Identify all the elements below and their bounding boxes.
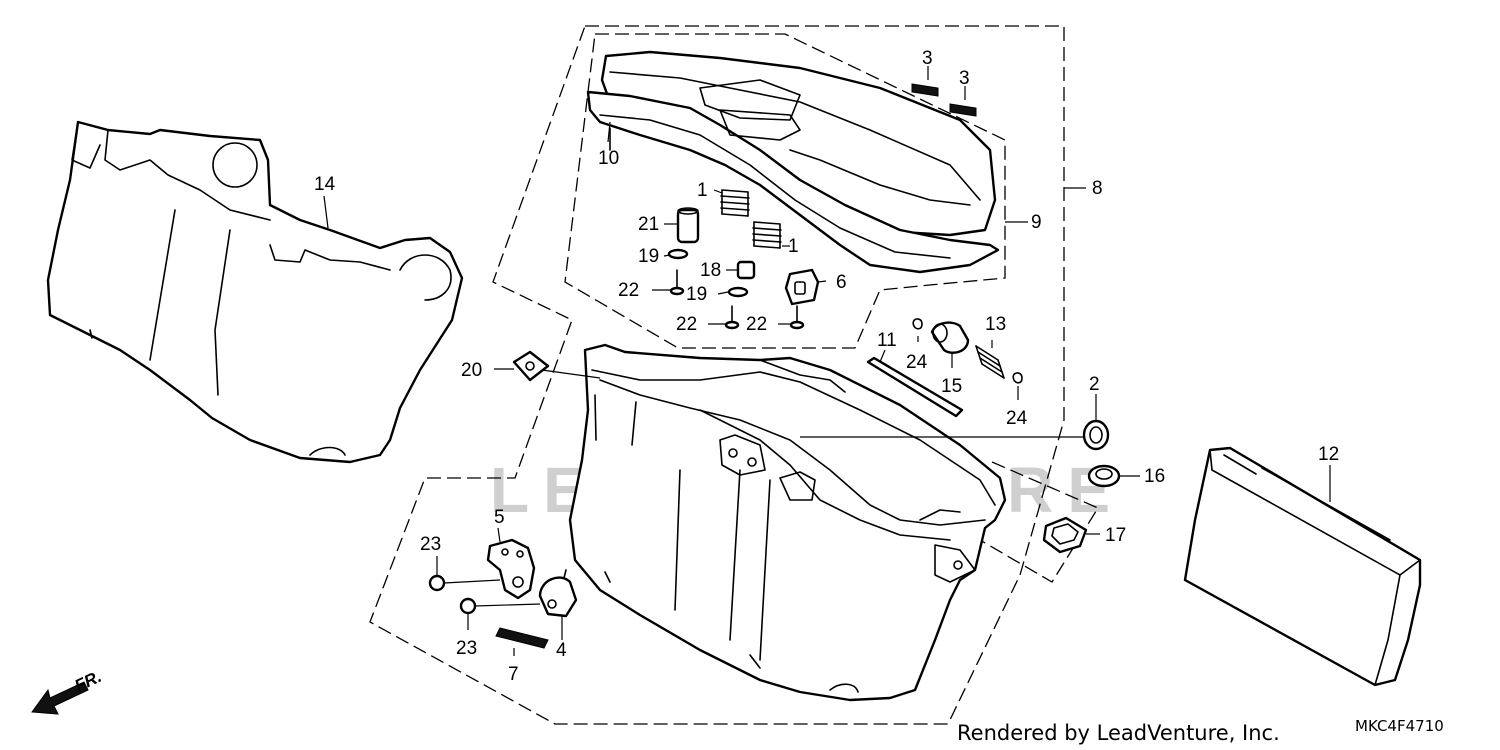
part-4-cam	[538, 569, 578, 618]
callout-5: 5	[494, 507, 505, 528]
part-2-grommet	[1082, 419, 1110, 451]
part-5-bracket	[486, 538, 536, 600]
callout-20: 20	[461, 360, 482, 381]
callout-18: 18	[700, 260, 721, 281]
callout-23: 23	[456, 638, 477, 659]
part-1-spring-lower	[752, 221, 782, 249]
callout-3: 3	[922, 48, 933, 69]
callout-1: 1	[788, 236, 799, 257]
callout-4: 4	[556, 640, 567, 661]
credit-text: Rendered by LeadVenture, Inc.	[957, 721, 1280, 745]
part-24-clip-lower	[1012, 372, 1023, 384]
part-13-spring	[975, 345, 1005, 379]
callout-7: 7	[508, 664, 519, 685]
part-1-spring-upper	[720, 189, 750, 217]
assembly-boundary-8	[369, 25, 1065, 725]
callout-15: 15	[941, 376, 962, 397]
callout-22: 22	[676, 314, 697, 335]
part-18-collar	[736, 260, 756, 280]
part-8-luggage-box	[568, 343, 1007, 702]
callout-9: 9	[1031, 212, 1042, 233]
leader-lines	[323, 66, 1331, 656]
part-19-washer-right	[727, 286, 749, 298]
callout-24: 24	[906, 352, 928, 373]
callout-6: 6	[836, 272, 847, 293]
callout-24: 24	[1006, 408, 1028, 429]
callout-12: 12	[1318, 444, 1339, 465]
part-17-grommet	[1042, 516, 1088, 554]
part-7-spring	[495, 627, 549, 649]
part-20-plate	[512, 350, 550, 382]
part-16-grommet	[1087, 464, 1121, 488]
front-direction-arrow: FR.	[31, 667, 105, 715]
part-9-lower-lid	[586, 90, 1000, 274]
group-boundary-16-17	[979, 461, 1099, 583]
part-6-latch	[784, 268, 820, 306]
callout-19: 19	[638, 246, 659, 267]
part-11-rod	[866, 356, 964, 418]
part-24-clip-upper	[912, 318, 923, 330]
part-12-pad	[1183, 446, 1422, 687]
callout-2: 2	[1089, 374, 1100, 395]
callout-23: 23	[420, 534, 441, 555]
part-21-collar	[676, 207, 700, 244]
part-23-screw-lower	[459, 597, 477, 615]
callout-10: 10	[598, 148, 619, 169]
callout-22: 22	[746, 314, 767, 335]
callout-19: 19	[686, 284, 707, 305]
callout-3: 3	[959, 68, 970, 89]
part-14-inner-panel	[46, 120, 464, 464]
part-3-label-left	[911, 83, 939, 97]
assembly-boundary-9	[564, 33, 1006, 349]
callouts: 3 3 10 1 1 21 19 18 19 22 22 22 6 9 8 14…	[314, 48, 1339, 685]
diagram-code: MKC4F4710	[1355, 717, 1444, 735]
callout-14: 14	[314, 174, 336, 195]
callout-8: 8	[1092, 178, 1103, 199]
part-22-screw-a	[669, 269, 685, 296]
part-15-roller	[930, 321, 970, 354]
callout-21: 21	[638, 214, 659, 235]
part-22-screw-c	[789, 305, 805, 330]
callout-13: 13	[985, 314, 1006, 335]
part-3-label-right	[949, 103, 977, 117]
part-19-washer-left	[667, 248, 689, 260]
callout-1: 1	[697, 180, 708, 201]
callout-17: 17	[1105, 525, 1126, 546]
part-23-screw-upper	[428, 574, 446, 592]
callout-16: 16	[1144, 466, 1165, 487]
callout-22: 22	[618, 280, 639, 301]
part-22-screw-b	[724, 305, 740, 330]
callout-11: 11	[877, 330, 897, 351]
